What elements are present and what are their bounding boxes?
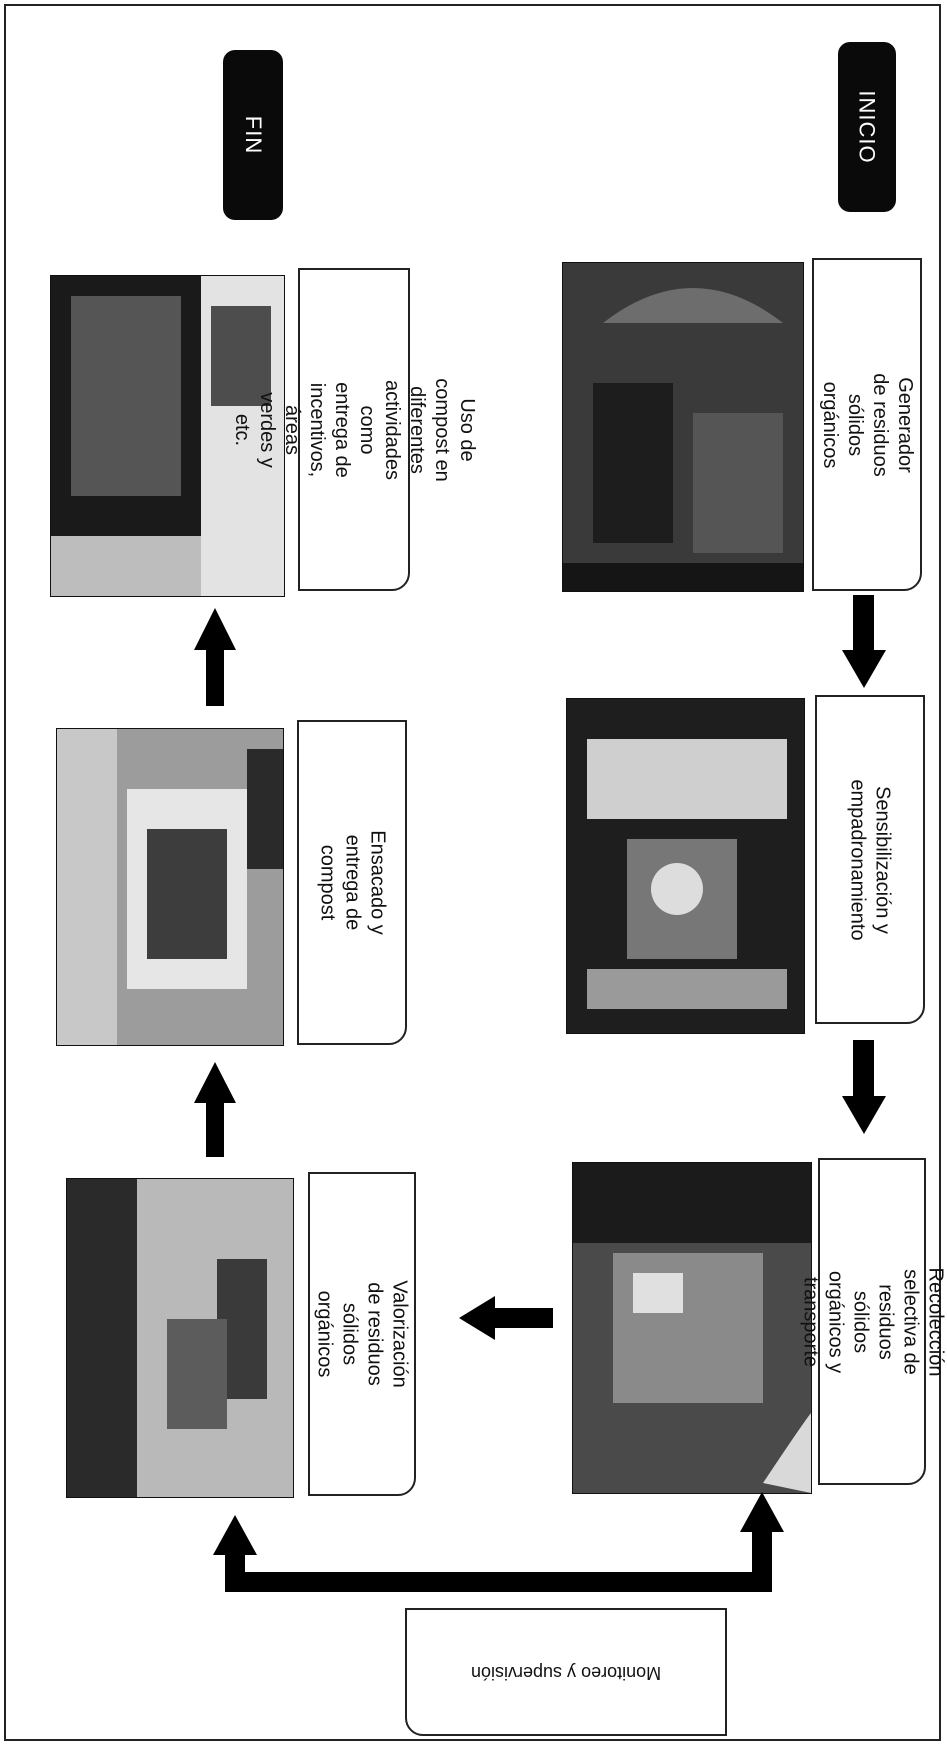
step-6-box: Uso de compost en diferentes actividades… — [231, 268, 478, 591]
start-pill: INICIO — [838, 42, 896, 212]
end-pill: FIN — [223, 50, 283, 220]
monitoring-label: Monitoreo y supervisión — [470, 1662, 662, 1683]
step-6-label: Uso de compost en diferentes actividades… — [231, 377, 478, 482]
step-3-box: Recolección selectiva de residuos sólido… — [799, 1158, 946, 1485]
step-1-photo — [562, 262, 804, 592]
step-4-label: Valorización de residuos sólidos orgánic… — [314, 1280, 411, 1388]
start-label: INICIO — [855, 90, 881, 164]
step-3-label: Recolección selectiva de residuos sólido… — [799, 1267, 947, 1376]
step-6-photo — [50, 275, 285, 597]
step-5-label: Ensacado y entrega de compost — [316, 830, 389, 935]
step-4-box: Valorización de residuos sólidos orgánic… — [308, 1172, 416, 1496]
step-3-photo — [572, 1162, 812, 1494]
end-label: FIN — [240, 115, 266, 155]
step-1-box: Generador de residuos sólidos orgánicos — [812, 258, 922, 591]
step-2-label: Sensibilización y empadronamiento — [847, 778, 894, 941]
step-5-box: Ensacado y entrega de compost — [297, 720, 407, 1045]
step-1-label: Generador de residuos sólidos orgánicos — [819, 372, 916, 477]
monitoring-box: Monitoreo y supervisión — [405, 1608, 727, 1736]
step-2-photo — [566, 698, 805, 1034]
step-2-box: Sensibilización y empadronamiento — [815, 695, 925, 1024]
step-5-photo — [56, 728, 284, 1046]
diagram-frame — [4, 4, 941, 1741]
step-4-photo — [66, 1178, 294, 1498]
